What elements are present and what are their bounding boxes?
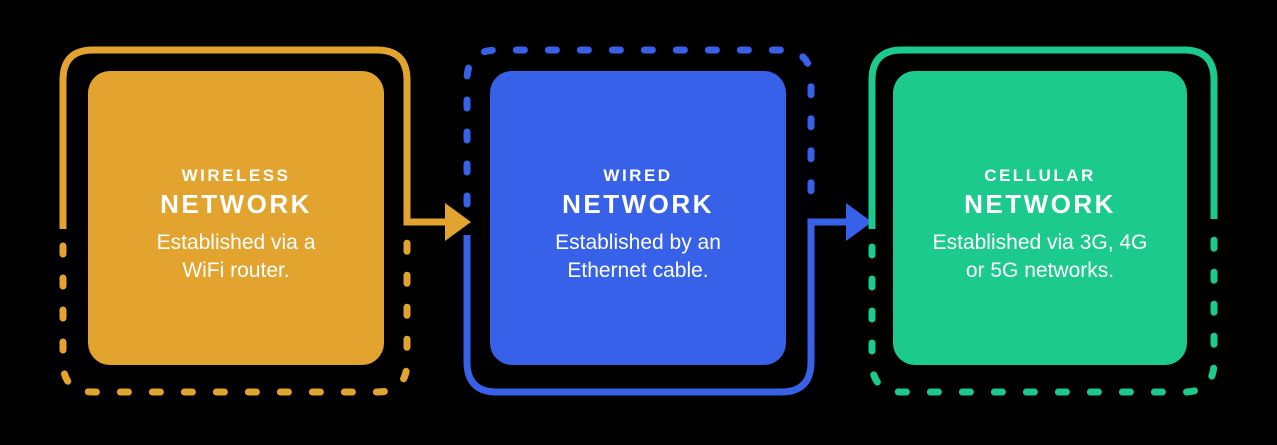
cellular-card-border-solid (868, 46, 1218, 229)
wired-card-description: Established by an Ethernet cable. (555, 230, 721, 282)
wired-card-fill (490, 71, 786, 365)
cellular-card-eyebrow: CELLULAR (984, 165, 1096, 185)
wireless-card: WIRELESS NETWORK Established via a WiFi … (88, 78, 384, 372)
wireless-card-border-dashed (59, 237, 411, 396)
wired-card-border-solid (463, 218, 848, 396)
wireless-card-fill (88, 71, 384, 365)
wired-card: WIRED NETWORK Established by an Ethernet… (490, 78, 786, 372)
wired-card-title: NETWORK (562, 188, 714, 219)
wired-card-border-dashed (463, 46, 815, 208)
cellular-card-title: NETWORK (964, 188, 1116, 219)
arrow-wired-to-cellular-icon (846, 203, 872, 241)
wireless-card-title: NETWORK (160, 188, 312, 219)
cellular-card-fill (893, 71, 1187, 365)
wireless-card-eyebrow: WIRELESS (181, 165, 291, 185)
cellular-card-border-dashed (868, 235, 1218, 396)
wireless-card-border-solid (59, 46, 447, 229)
cellular-card: CELLULAR NETWORK Established via 3G, 4G … (893, 78, 1187, 372)
arrow-wireless-to-wired-icon (445, 203, 471, 241)
wireless-card-description: Established via a WiFi router. (156, 230, 316, 282)
cellular-card-description: Established via 3G, 4G or 5G networks. (932, 230, 1148, 282)
wired-card-eyebrow: WIRED (603, 165, 673, 185)
